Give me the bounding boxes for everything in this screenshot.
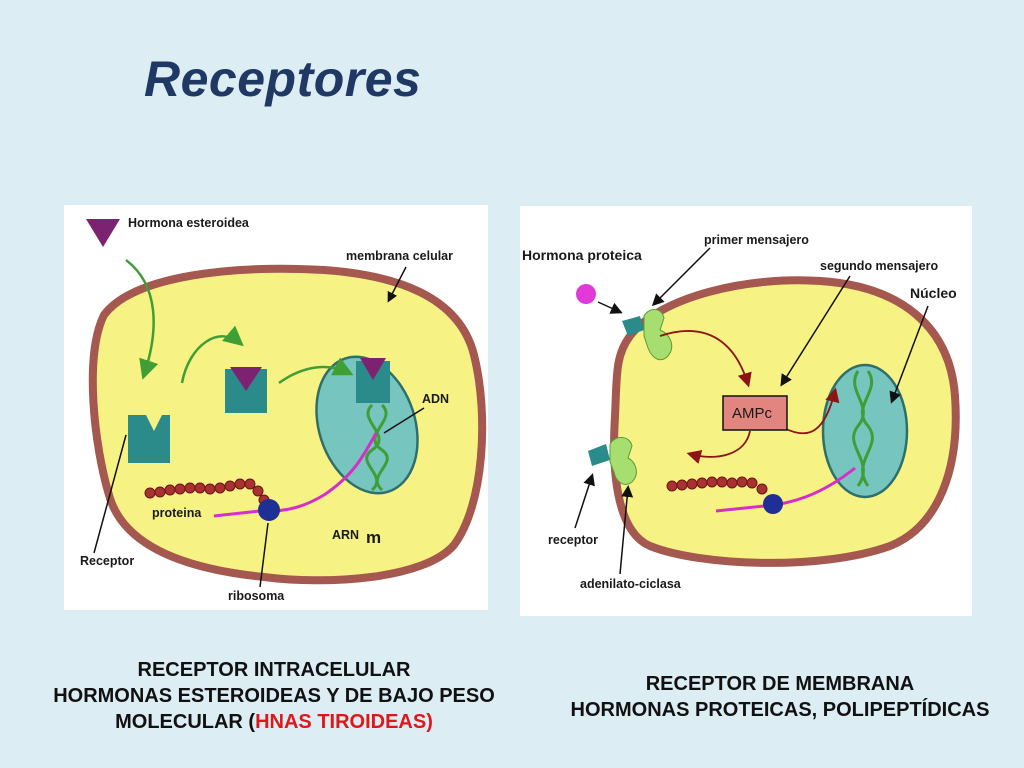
ribosome-icon — [763, 494, 783, 514]
membrane-receptor-bottom-icon — [588, 437, 637, 485]
caption-membrane-receptor: RECEPTOR DE MEMBRANA HORMONAS PROTEICAS,… — [530, 671, 1024, 723]
nucleus — [821, 363, 909, 499]
steroid-hormone-icon — [86, 219, 120, 247]
caption-line-3: MOLECULAR (HNAS TIROIDEAS) — [115, 711, 433, 733]
svg-text:membrana celular: membrana celular — [346, 249, 453, 263]
svg-text:primer mensajero: primer mensajero — [704, 233, 809, 247]
ribosome-icon — [258, 499, 280, 521]
protein-chain — [666, 476, 768, 495]
caption-line-2: HORMONAS PROTEICAS, POLIPEPTÍDICAS — [570, 699, 990, 721]
svg-text:AMPc: AMPc — [732, 405, 773, 422]
svg-text:segundo mensajero: segundo mensajero — [820, 259, 938, 273]
cell-membrane — [88, 264, 487, 585]
svg-text:ADN: ADN — [422, 392, 449, 406]
dna-icon — [365, 403, 381, 492]
membrane-receptor-diagram: Hormona proteica primer mensajero segund… — [520, 206, 972, 616]
svg-text:Hormona proteica: Hormona proteica — [522, 247, 642, 263]
svg-text:receptor: receptor — [548, 533, 598, 547]
protein-chain — [144, 478, 270, 506]
intracellular-receptor-diagram: Hormona esteroidea membrana celular ADN — [64, 205, 488, 610]
svg-text:m: m — [366, 528, 381, 547]
svg-text:ARN: ARN — [332, 528, 359, 542]
mrna-strand — [273, 432, 378, 513]
svg-text:Hormona esteroidea: Hormona esteroidea — [128, 216, 250, 230]
thyroid-hormones-highlight: HNAS TIROIDEAS) — [255, 711, 433, 733]
camp-box — [722, 395, 788, 431]
caption-line-1: RECEPTOR DE MEMBRANA — [645, 673, 915, 695]
slide-title: Receptores — [144, 51, 422, 107]
svg-text:ribosoma: ribosoma — [228, 589, 285, 603]
protein-hormone-icon — [576, 284, 596, 304]
membrane-receptor-top-icon — [622, 309, 673, 361]
caption-intracellular-receptor: RECEPTOR INTRACELULAR HORMONAS ESTEROIDE… — [30, 657, 518, 735]
caption-line-2: HORMONAS ESTEROIDEAS Y DE BAJO PESO — [53, 685, 495, 707]
svg-text:Receptor: Receptor — [80, 554, 134, 568]
svg-text:proteina: proteina — [152, 506, 202, 520]
svg-text:Núcleo: Núcleo — [910, 285, 957, 301]
svg-text:adenilato-ciclasa: adenilato-ciclasa — [580, 577, 682, 591]
receptor-icon — [128, 415, 170, 463]
caption-line-1: RECEPTOR INTRACELULAR — [137, 659, 411, 681]
